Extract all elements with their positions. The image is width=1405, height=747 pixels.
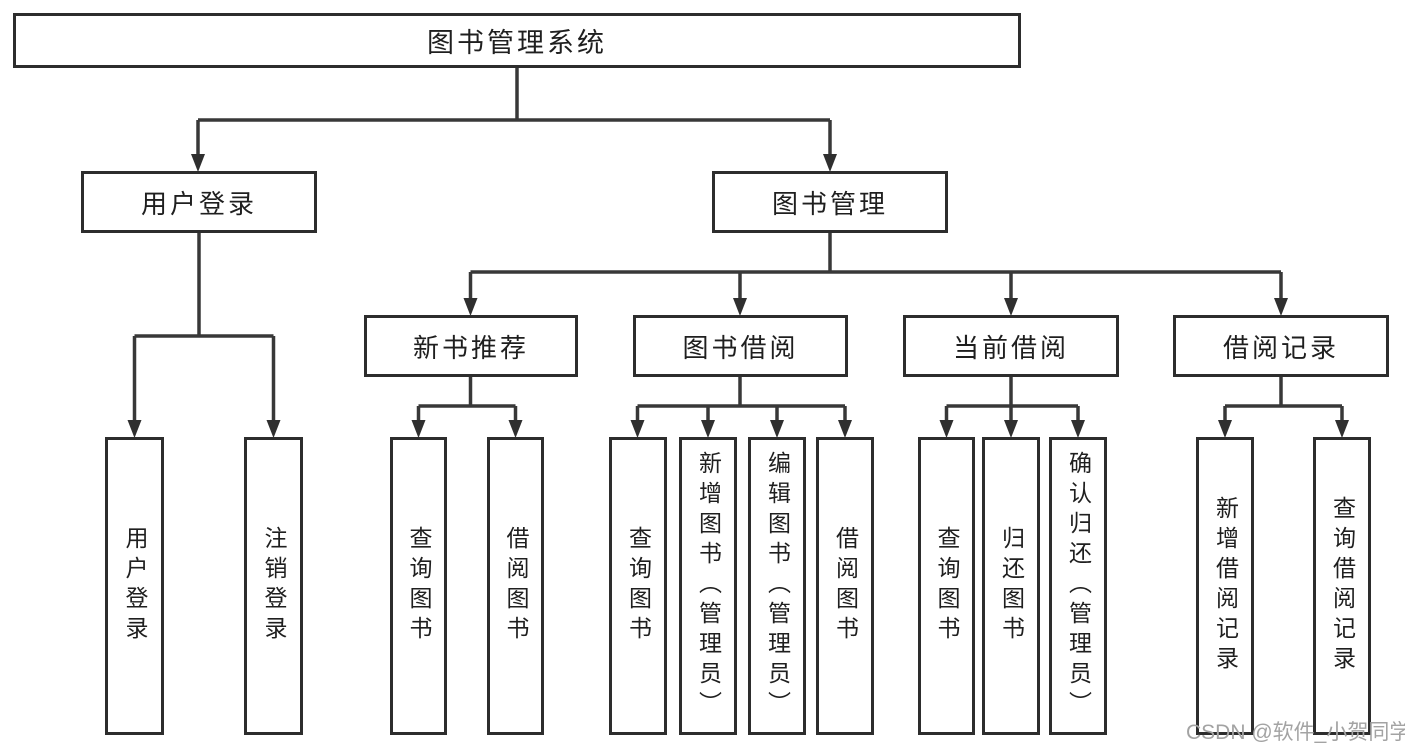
leaf-logout: 注销登录 xyxy=(244,437,303,735)
node-book-borrowing: 图书借阅 xyxy=(633,315,848,377)
node-book-management: 图书管理 xyxy=(712,171,948,233)
leaf-recommend-borrow-book: 借阅图书 xyxy=(487,437,544,735)
leaf-return-book: 归还图书 xyxy=(982,437,1040,735)
leaf-borrow-book: 借阅图书 xyxy=(816,437,874,735)
node-borrowing-records: 借阅记录 xyxy=(1173,315,1389,377)
csdn-watermark: CSDN @软件_小贺同学 xyxy=(1186,721,1405,744)
leaf-add-book-admin: 新增图书（管理员） xyxy=(679,437,737,735)
leaf-edit-book-admin: 编辑图书（管理员） xyxy=(748,437,806,735)
leaf-borrow-query-book: 查询图书 xyxy=(609,437,667,735)
node-library-management-system: 图书管理系统 xyxy=(13,13,1021,68)
leaf-recommend-query-book: 查询图书 xyxy=(390,437,447,735)
leaf-query-borrow-record: 查询借阅记录 xyxy=(1313,437,1371,735)
leaf-user-login: 用户登录 xyxy=(105,437,164,735)
leaf-confirm-return-admin: 确认归还（管理员） xyxy=(1049,437,1107,735)
node-current-borrowing: 当前借阅 xyxy=(903,315,1119,377)
arrowhead-icons xyxy=(127,154,1349,438)
node-user-login: 用户登录 xyxy=(81,171,317,233)
leaf-current-query-book: 查询图书 xyxy=(918,437,975,735)
leaf-add-borrow-record: 新增借阅记录 xyxy=(1196,437,1254,735)
node-new-book-recommendation: 新书推荐 xyxy=(364,315,578,377)
